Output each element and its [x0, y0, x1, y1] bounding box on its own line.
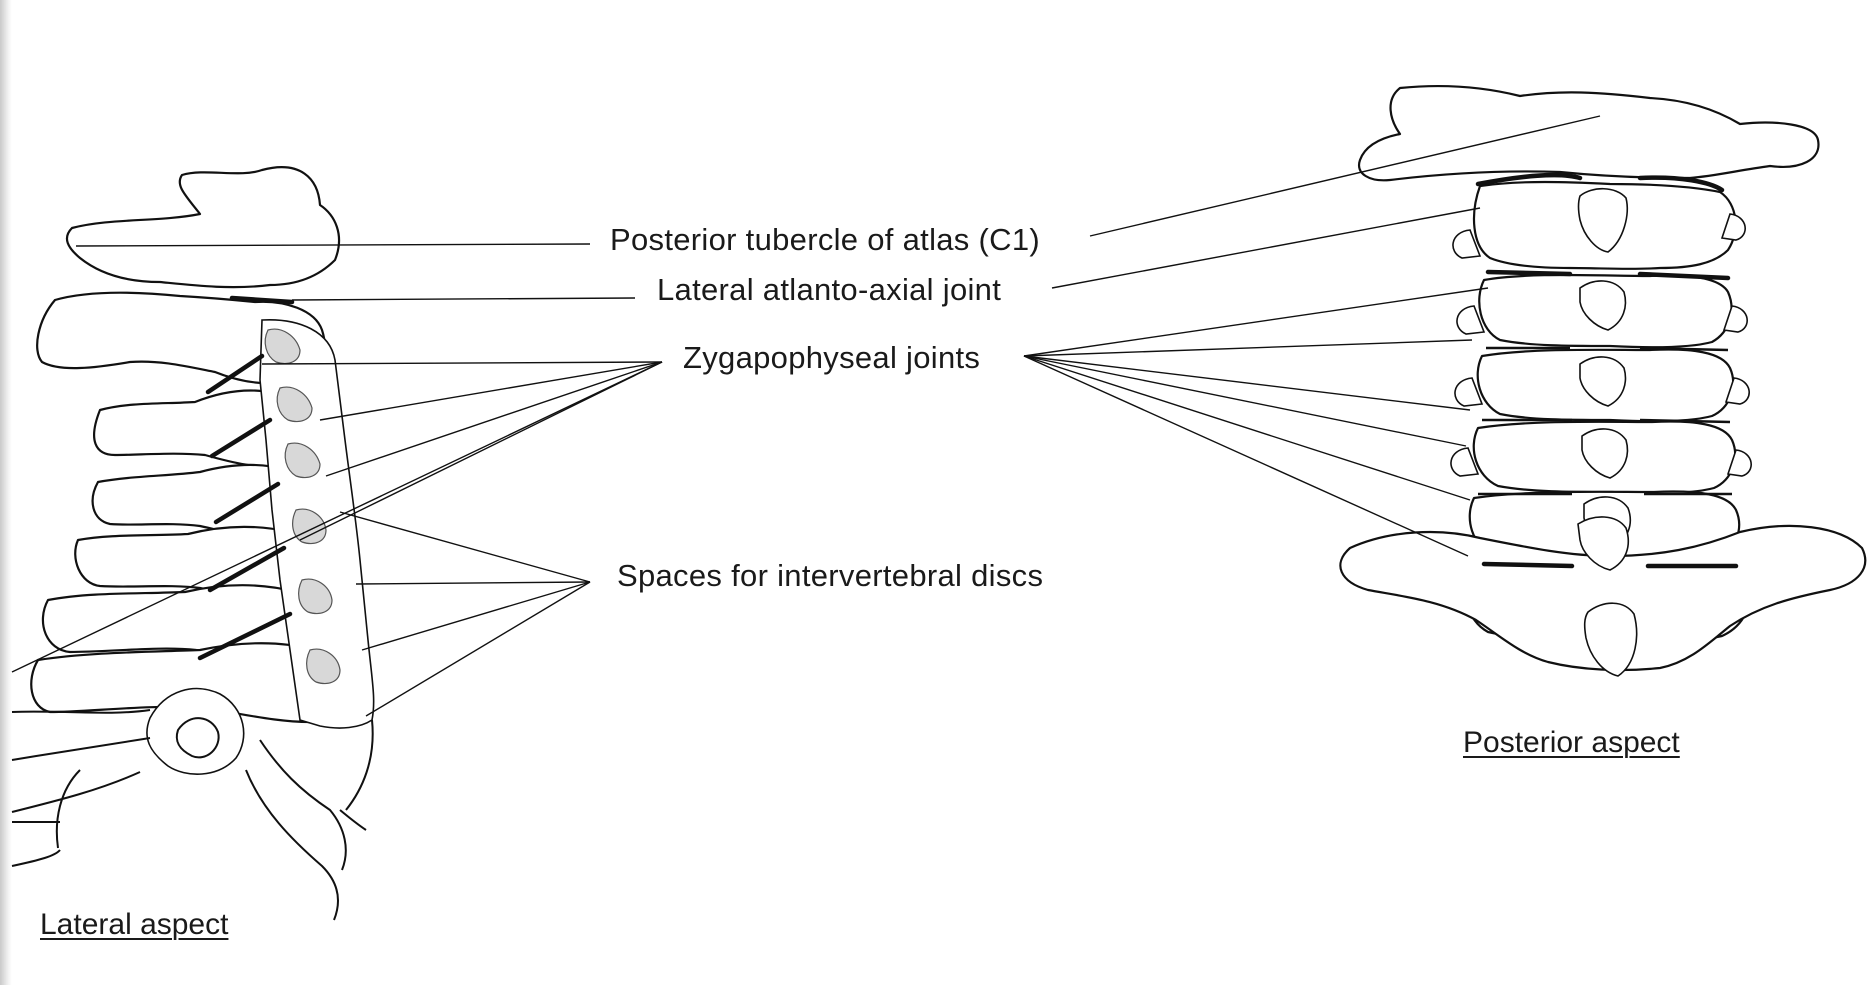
posterior-atlas — [1357, 84, 1820, 182]
lateral-atlas — [65, 166, 340, 289]
posterior-t1 — [1339, 524, 1867, 672]
posterior-spine-drawing — [1339, 84, 1867, 677]
label-zygapophyseal-joints: Zygapophyseal joints — [683, 340, 981, 375]
posterior-side-processes — [1450, 213, 1752, 477]
leader-lines — [11, 115, 1601, 717]
label-intervertebral-disc-spaces: Spaces for intervertebral discs — [617, 558, 1044, 593]
label-posterior-tubercle: Posterior tubercle of atlas (C1) — [610, 222, 1040, 257]
posterior-t1-spinous — [1583, 602, 1638, 677]
label-lateral-atlanto-axial-joint: Lateral atlanto-axial joint — [657, 272, 1002, 307]
page-edge-shadow — [0, 0, 12, 985]
posterior-joint-lines — [1475, 172, 1739, 569]
posterior-c5-spinous — [1581, 428, 1629, 479]
lateral-spine-drawing — [11, 166, 375, 921]
posterior-c4-spinous — [1579, 356, 1627, 407]
lateral-rib-inner — [175, 717, 220, 759]
posterior-axis-spinous — [1577, 187, 1628, 253]
lateral-rib — [146, 687, 245, 775]
lateral-lower-contours — [11, 709, 374, 921]
lateral-atlanto-axial-joint-line — [229, 295, 295, 305]
caption-posterior-aspect: Posterior aspect — [1463, 726, 1680, 759]
posterior-c7-spinous — [1577, 516, 1630, 571]
posterior-c3-spinous — [1579, 280, 1627, 331]
caption-lateral-aspect: Lateral aspect — [40, 908, 229, 941]
lateral-zygapophyseal-joints — [197, 353, 293, 661]
lateral-articular-facets — [264, 328, 341, 685]
